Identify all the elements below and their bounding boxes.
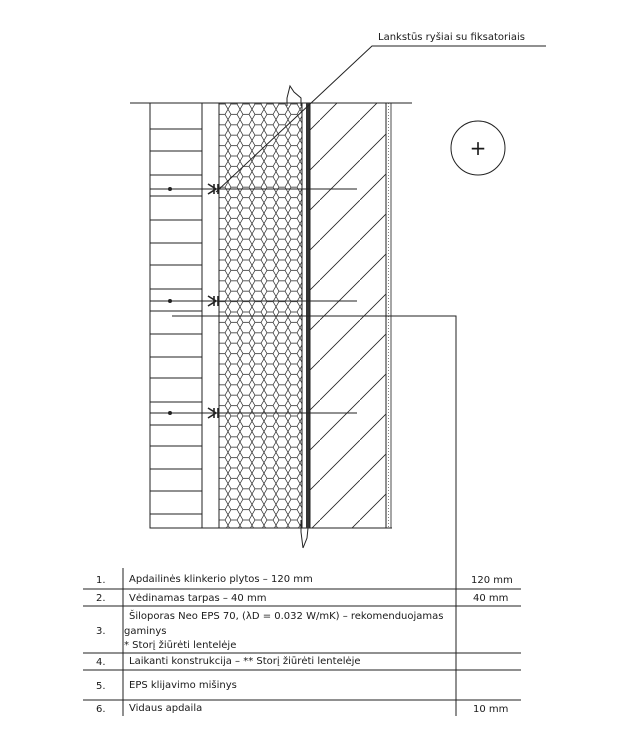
row-1-num: 1. (96, 575, 106, 586)
wall-ties (150, 183, 357, 419)
row-3-desc-line1: Šiloporas Neo EPS 70, (λD = 0.032 W/mK) … (129, 609, 444, 622)
row-2-thickness: 40 mm (473, 593, 508, 604)
table-leader-line (172, 315, 457, 716)
wall-tie (150, 407, 357, 419)
row-6-thickness: 10 mm (473, 704, 508, 715)
north-symbol: + (470, 136, 487, 160)
row-1-thickness: 120 mm (471, 575, 513, 586)
row-2-desc: Vėdinamas tarpas – 40 mm (129, 593, 266, 604)
row-3-num: 3. (96, 626, 106, 637)
north-symbol-circle (450, 120, 506, 176)
row-6-num: 6. (96, 704, 106, 715)
layers-table: 1. Apdailinės klinkerio plytos – 120 mm … (83, 568, 521, 716)
row-3-desc-line2: gaminys (124, 626, 166, 637)
callout-leader-line (215, 45, 546, 193)
row-3-desc-line3: * Storį žiūrėti lentelėje (124, 639, 236, 651)
row-2-num: 2. (96, 593, 106, 604)
wall-tie (150, 295, 357, 307)
row-5-num: 5. (96, 681, 106, 692)
row-6-desc: Vidaus apdaila (129, 703, 202, 714)
wall-tie (150, 183, 357, 195)
row-4-num: 4. (96, 657, 106, 668)
row-5-desc: EPS klijavimo mišinys (129, 679, 237, 691)
top-break-line (286, 84, 302, 106)
brick-layer (149, 102, 203, 529)
bottom-break-line (300, 520, 309, 549)
row-4-desc: Laikanti konstrukcija – ** Storį žiūrėti… (129, 655, 361, 667)
row-1-desc: Apdailinės klinkerio plytos – 120 mm (129, 574, 313, 585)
callout-label: Lankstūs ryšiai su fiksatoriais (378, 31, 525, 43)
